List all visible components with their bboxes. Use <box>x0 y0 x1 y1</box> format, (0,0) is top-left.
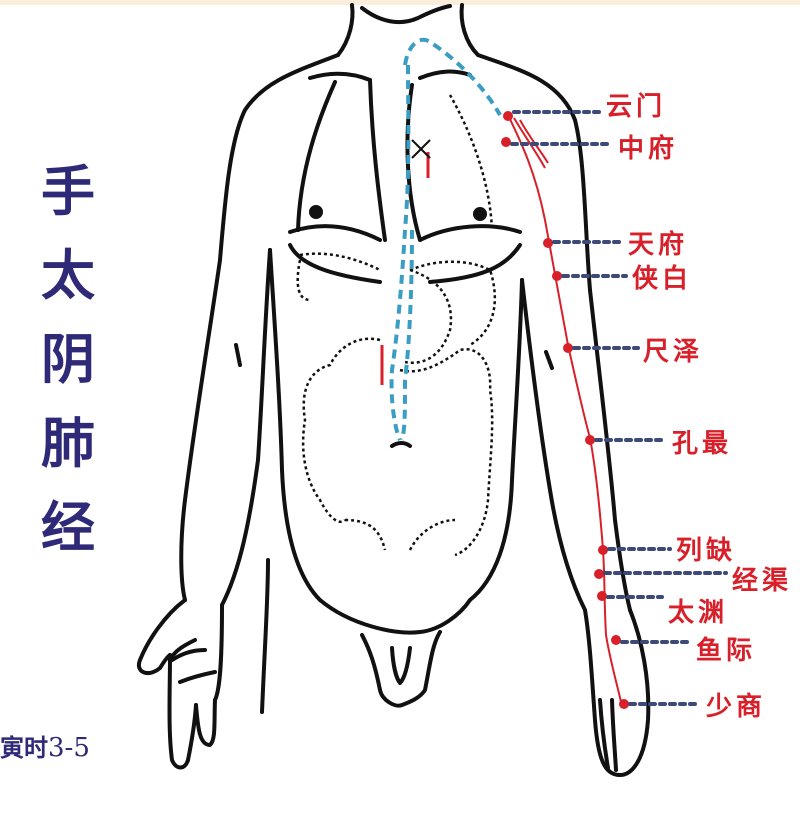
acupoint-label-jingqu: 经渠 <box>732 566 793 596</box>
leader-lines <box>510 110 728 706</box>
acupoint-label-xiabai: 侠白 <box>632 264 693 294</box>
time-branch: 寅时 <box>0 734 48 762</box>
x-mark <box>411 139 431 159</box>
acupoint-label-kongzui: 孔最 <box>672 429 733 459</box>
acupoint-markers <box>501 111 629 709</box>
title-char: 手 <box>41 160 95 223</box>
organ-outlines <box>296 94 497 557</box>
title-char: 肺 <box>41 412 95 475</box>
time-hours: 3-5 <box>48 733 90 763</box>
acupoint-label-shaoshang: 少商 <box>706 692 767 722</box>
acupoint-label-yunmen: 云门 <box>606 92 667 122</box>
acupoint-label-chize: 尺泽 <box>643 337 704 367</box>
acupoint-label-zhongfu: 中府 <box>618 134 679 164</box>
acupoint-label-tianfu: 天府 <box>628 230 689 260</box>
meridian-title: 手 太 阴 肺 经 <box>28 150 108 570</box>
internal-meridian-path <box>389 37 502 441</box>
title-char: 经 <box>41 496 95 559</box>
acupoint-label-taiyuan: 太渊 <box>668 598 729 628</box>
top-band <box>0 0 800 5</box>
time-label: 寅时3-5 <box>0 728 90 763</box>
acupoint-label-yuji: 鱼际 <box>696 636 757 666</box>
title-char: 阴 <box>41 328 95 391</box>
acupoint-label-lieque: 列缺 <box>676 536 737 566</box>
title-char: 太 <box>41 244 95 307</box>
body-outline <box>136 3 651 777</box>
internal-red-marks <box>380 152 430 385</box>
